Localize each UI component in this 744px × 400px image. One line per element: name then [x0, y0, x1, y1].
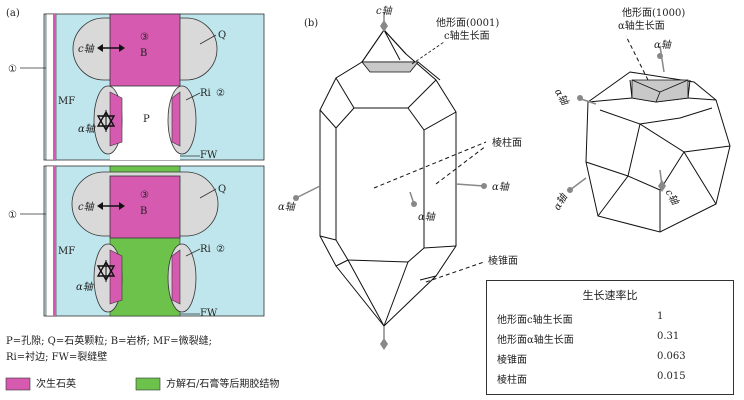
row-value: 0.31 — [657, 331, 680, 342]
p-label: P — [143, 114, 150, 125]
facet-0001-line2: c轴生长面 — [444, 29, 490, 42]
a-axis-marker-small-top — [657, 53, 663, 59]
a-axis-label-lower: α轴 — [76, 281, 94, 293]
facet-1000-line2: α轴生长面 — [618, 19, 665, 32]
table-title: 生长速率比 — [582, 289, 638, 302]
a-axis-label-upper: α轴 — [78, 123, 96, 135]
a-axis-marker-mid — [411, 201, 417, 207]
a-axis-small-top-label: α轴 — [654, 39, 672, 51]
c-axis-arrow-lower — [97, 202, 125, 210]
a-axis-mid-label: α轴 — [418, 211, 436, 223]
c-axis-growth-facet — [361, 61, 419, 73]
circ2-label-lower: ② — [216, 244, 225, 255]
large-crystal — [319, 29, 457, 327]
facet-0001-line1: 他形面(0001) — [436, 16, 499, 29]
ri-label-upper: Ri — [200, 88, 211, 99]
row-name: 他形面α轴生长面 — [497, 335, 574, 346]
panel-b-label: (b) — [304, 18, 318, 29]
c-axis-marker-top — [380, 20, 388, 32]
ri-label-lower: Ri — [200, 244, 211, 255]
star-icon-upper — [96, 110, 116, 132]
lower-block — [43, 165, 265, 317]
row-value: 0.015 — [657, 371, 686, 382]
circ3-label-upper: ③ — [140, 32, 149, 43]
b-label-lower: B — [140, 206, 147, 217]
fw-label-upper: FW — [200, 150, 218, 161]
upper-block — [43, 13, 265, 161]
fw-label-lower: FW — [200, 308, 218, 319]
legend-swatch-late-cement — [135, 377, 161, 391]
c-axis-marker-small — [658, 180, 666, 192]
a-axis-small-bottom-label: α轴 — [551, 191, 570, 212]
b-label-upper: B — [140, 48, 147, 59]
legend-label-secondary-quartz: 次生石英 — [36, 379, 76, 390]
row-name: 棱柱面 — [497, 375, 527, 386]
a-axis-marker-left — [293, 195, 299, 201]
mf-label-lower: MF — [58, 246, 75, 257]
star-icon-lower — [96, 260, 116, 282]
growth-rate-table: 生长速率比 他形面c轴生长面 1 他形面α轴生长面 0.31 棱锥面 0.063… — [486, 280, 734, 395]
caption-line-1: P=孔隙; Q=石英颗粒; B=岩桥; MF=微裂缝; — [6, 336, 212, 347]
prism-face-label: 棱柱面 — [492, 136, 522, 149]
c-axis-top-label: c轴 — [376, 5, 393, 17]
c-axis-label-lower: c轴 — [78, 201, 95, 213]
c-axis-label-upper: c轴 — [78, 43, 95, 55]
table-row: 他形面α轴生长面 0.31 — [497, 331, 723, 351]
a-axis-marker-right — [481, 183, 487, 189]
q-label-lower: Q — [218, 184, 226, 195]
pyramid-face-label: 棱锥面 — [488, 254, 518, 267]
legend-label-late-cement: 方解石/石膏等后期胶结物 — [166, 379, 280, 390]
mf-label-upper: MF — [58, 96, 75, 107]
row-value: 1 — [657, 311, 664, 322]
c-axis-marker-bottom — [380, 338, 388, 350]
q-label-upper: Q — [218, 30, 226, 41]
a-axis-growth-facet — [631, 79, 689, 103]
row-name: 棱锥面 — [497, 355, 527, 366]
circ1-label-upper: ① — [8, 64, 17, 75]
c-axis-arrow-upper — [97, 44, 125, 52]
facet-1000-line1: 他形面(1000) — [622, 6, 685, 19]
a-axis-right-label: α轴 — [492, 181, 510, 193]
circ1-label-lower: ① — [8, 210, 17, 221]
a-axis-small-left-label: α轴 — [552, 87, 571, 108]
caption-line-2: Ri=衬边; FW=裂缝壁 — [6, 352, 108, 363]
circ2-label-upper: ② — [216, 88, 225, 99]
circ3-label-lower: ③ — [140, 190, 149, 201]
a-axis-marker-small-bottom — [567, 187, 573, 193]
a-axis-marker-small-left — [577, 95, 583, 101]
a-axis-left-label: α轴 — [278, 201, 296, 213]
table-row: 棱锥面 0.063 — [497, 351, 723, 371]
legend-swatch-secondary-quartz — [5, 377, 31, 391]
panel-a-label: (a) — [6, 8, 20, 19]
row-value: 0.063 — [657, 351, 686, 362]
row-name: 他形面c轴生长面 — [497, 315, 573, 326]
table-row: 他形面c轴生长面 1 — [497, 311, 723, 331]
table-row: 棱柱面 0.015 — [497, 371, 723, 391]
